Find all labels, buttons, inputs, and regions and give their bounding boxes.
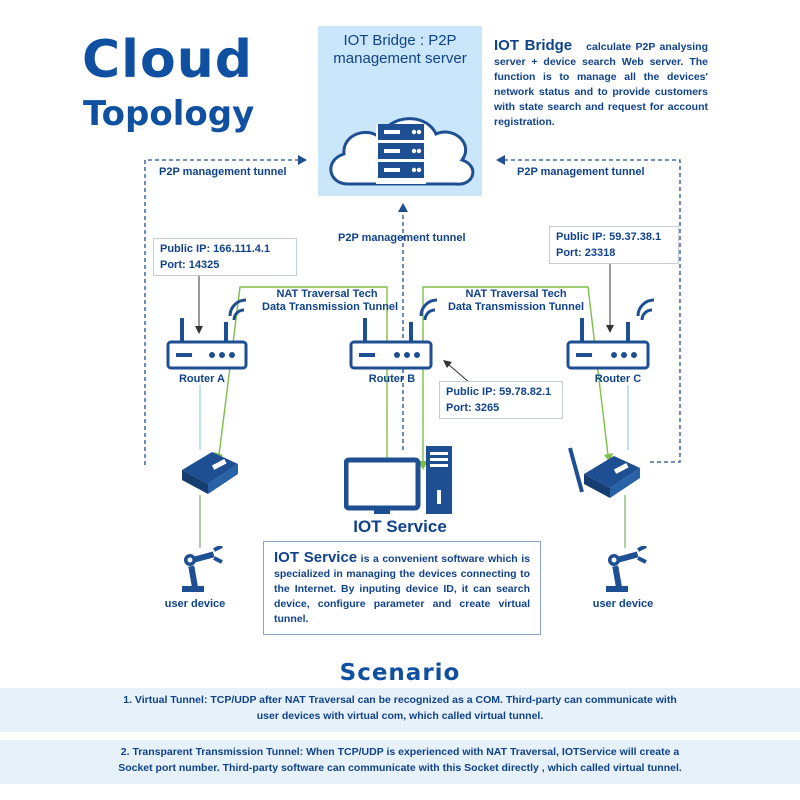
scenario-title: Scenario xyxy=(339,660,461,686)
nat-tunnel-right-label: NAT Traversal Tech Data Transmission Tun… xyxy=(446,288,586,314)
router-a-ip-box: Public IP: 166.111.4.1 Port: 14325 xyxy=(153,238,297,276)
scenario-item-2-line1: 2. Transparent Transmission Tunnel: When… xyxy=(120,746,680,758)
p2p-tunnel-left-arrow xyxy=(298,155,307,165)
nat-left-line2: Data Transmission Tunnel xyxy=(262,301,399,313)
router-b-label: Router B xyxy=(368,373,416,385)
router-c-icon xyxy=(566,298,655,370)
gateway-device-right-icon xyxy=(568,447,640,498)
iot-desc-text: is a convenient software which is specia… xyxy=(274,553,531,625)
robot-arm-right-icon xyxy=(606,546,647,592)
scenario-item-1: 1. Virtual Tunnel: TCP/UDP after NAT Tra… xyxy=(0,688,800,732)
router-a-icon xyxy=(166,298,248,370)
router-b-port: Port: 3265 xyxy=(446,402,500,414)
nat-tunnel-right-line xyxy=(422,286,609,462)
router-b-ip: Public IP: 59.78.82.1 xyxy=(446,386,552,398)
nat-right-line1: NAT Traversal Tech xyxy=(465,288,567,300)
user-device-left-label: user device xyxy=(164,598,226,610)
bridge-desc-name: IOT Bridge xyxy=(494,37,573,54)
iot-service-description: IOT Service is a convenient software whi… xyxy=(263,541,541,635)
router-a-ip: Public IP: 166.111.4.1 xyxy=(160,243,271,255)
router-c-ip: Public IP: 59.37.38.1 xyxy=(556,231,662,243)
p2p-tunnel-center-label: P2P management tunnel xyxy=(338,232,466,244)
p2p-tunnel-right-arrow xyxy=(496,155,505,165)
p2p-tunnel-right-label: P2P management tunnel xyxy=(517,166,645,178)
p2p-tunnel-center-arrow xyxy=(398,203,408,212)
iot-desc-name: IOT Service xyxy=(274,549,358,566)
router-a-port: Port: 14325 xyxy=(160,259,220,271)
router-c-port: Port: 23318 xyxy=(556,247,616,259)
nat-tunnel-left-line xyxy=(218,286,388,462)
nat-tunnel-left-label: NAT Traversal Tech Data Transmission Tun… xyxy=(262,288,399,314)
nat-right-line2: Data Transmission Tunnel xyxy=(447,301,585,313)
router-b-ip-box: Public IP: 59.78.82.1 Port: 3265 xyxy=(439,381,563,419)
iot-service-computer-icon xyxy=(344,446,452,514)
router-a-label: Router A xyxy=(178,373,226,385)
router-b-icon xyxy=(349,298,438,370)
p2p-tunnel-left-line xyxy=(144,159,300,465)
bridge-desc-text: calculate P2P analysing server + device … xyxy=(494,41,708,128)
user-device-right-label: user device xyxy=(592,598,654,610)
p2p-tunnel-right-line xyxy=(505,159,681,463)
scenario-item-2: 2. Transparent Transmission Tunnel: When… xyxy=(0,740,800,784)
scenario-item-1-line2: user devices with virtual com, which cal… xyxy=(256,710,544,722)
iot-service-title: IOT Service xyxy=(353,517,447,536)
scenario-item-2-line2: Socket port number. Third-party software… xyxy=(118,762,682,774)
gateway-device-left-icon xyxy=(182,452,238,494)
router-c-ip-box: Public IP: 59.37.38.1 Port: 23318 xyxy=(549,226,679,264)
cloud-server-icon xyxy=(329,117,475,186)
scenario-item-1-line1: 1. Virtual Tunnel: TCP/UDP after NAT Tra… xyxy=(123,694,677,706)
page-title-line1: Cloud xyxy=(82,30,253,90)
nat-left-line1: NAT Traversal Tech xyxy=(276,288,378,300)
robot-arm-left-icon xyxy=(182,546,223,592)
router-c-label: Router C xyxy=(594,373,642,385)
page-title-line2: Topology xyxy=(83,94,255,134)
p2p-tunnel-left-label: P2P management tunnel xyxy=(159,166,287,178)
bridge-box-title: IOT Bridge : P2P management server xyxy=(333,32,467,67)
